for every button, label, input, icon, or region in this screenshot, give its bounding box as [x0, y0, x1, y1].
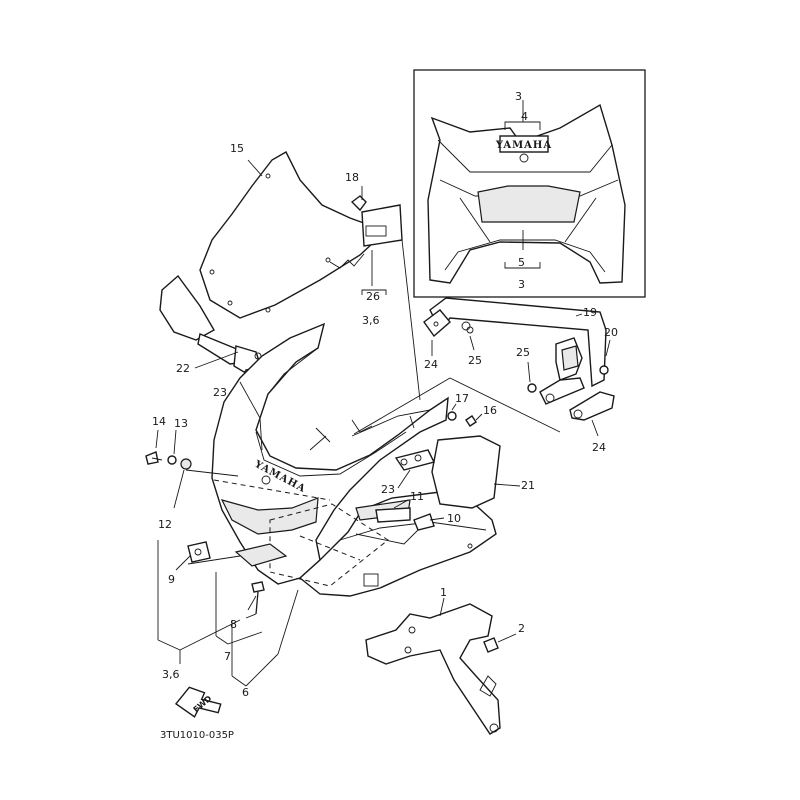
right-mirror: 21 23 [381, 435, 535, 509]
diagram-code: 3TU1010-035P [160, 730, 234, 741]
callout-13: 13 [174, 417, 188, 430]
callout-12: 12 [158, 518, 172, 531]
callout-24-lower: 24 [592, 441, 606, 454]
callout-4: 4 [521, 110, 528, 123]
fasteners-16-17: 17 16 [447, 392, 497, 427]
callout-23-left: 23 [213, 386, 227, 399]
callout-19: 19 [583, 306, 597, 319]
callout-25-upper: 25 [468, 354, 482, 367]
fasteners-left: 14 13 12 [145, 415, 239, 531]
callout-9: 9 [168, 573, 175, 586]
callout-15: 15 [230, 142, 244, 155]
hidden-line-b [299, 535, 361, 561]
callout-23-right: 23 [381, 483, 395, 496]
callout-2: 2 [518, 622, 525, 635]
callout-25-lower: 25 [516, 346, 530, 359]
yamaha-emblem-text: YAMAHA [495, 140, 552, 151]
callout-6: 6 [242, 686, 249, 699]
windscreen: 15 [199, 142, 375, 319]
yamaha-emblem [499, 135, 549, 153]
callout-20: 20 [604, 326, 618, 339]
callout-17: 17 [455, 392, 469, 405]
callout-22: 22 [176, 362, 190, 375]
hidden-line-a [213, 479, 331, 501]
callout-24-upper: 24 [424, 358, 438, 371]
inset-frame [413, 69, 646, 298]
callout-3-bottom: 3 [518, 278, 525, 291]
clip-9: 9 [168, 541, 288, 586]
callout-18: 18 [345, 171, 359, 184]
callout-16: 16 [483, 404, 497, 417]
callout-3-6-lower: 3,6 [162, 668, 180, 681]
cowling-stay: 24 25 19 20 25 24 [353, 297, 618, 454]
screen-bracket: 18 26 3,6 [345, 171, 421, 401]
callout-1: 1 [440, 586, 447, 599]
callout-7: 7 [224, 650, 231, 663]
callout-14: 14 [152, 415, 166, 428]
callout-26: 26 [366, 290, 380, 303]
assembly-brackets: 3,6 7 6 [157, 540, 299, 699]
forward-direction-arrow: FWD [174, 686, 222, 718]
callout-21: 21 [521, 479, 535, 492]
upper-cowling: YAMAHA [211, 322, 449, 585]
bolt-8: 8 [230, 581, 265, 631]
callout-3-top: 3 [515, 90, 522, 103]
trim-strips: 11 10 [375, 490, 461, 531]
callout-8: 8 [230, 618, 237, 631]
lower-bracket: 1 2 [365, 586, 525, 735]
callout-11: 11 [410, 490, 424, 503]
hidden-outline [269, 503, 389, 587]
inset-front-view: YAMAHA 3 4 5 3 [413, 69, 646, 298]
callout-10: 10 [447, 512, 461, 525]
callout-3-6-upper: 3,6 [362, 314, 380, 327]
callout-5: 5 [518, 256, 525, 269]
